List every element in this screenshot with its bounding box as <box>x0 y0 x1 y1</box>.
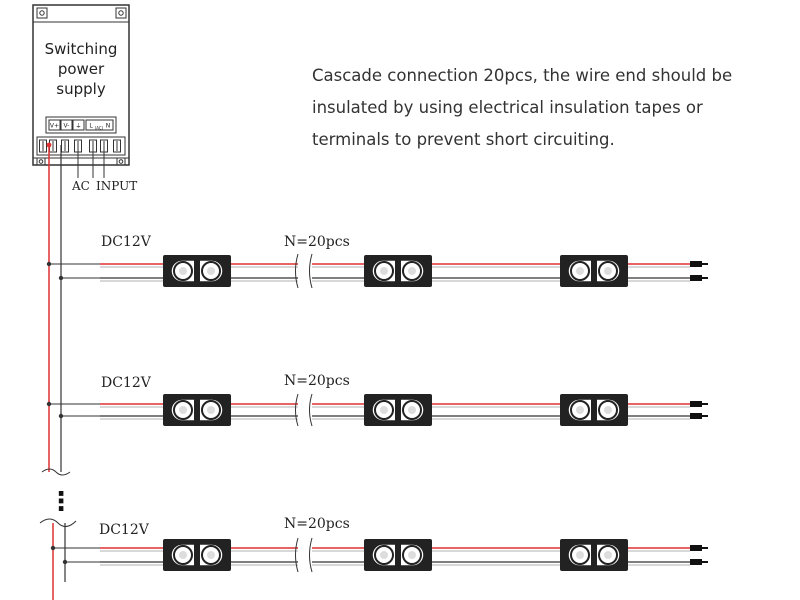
led-module-rows: DC12V N=20pcs DC12V N=20pcs DC12V N=20pc… <box>46 234 708 573</box>
led-module <box>163 255 231 287</box>
psu-label-line-1: Switching <box>45 40 118 58</box>
led-module <box>364 539 432 571</box>
led-row: DC12V N=20pcs <box>46 373 708 427</box>
note-line-1: Cascade connection 20pcs, the wire end s… <box>312 66 732 85</box>
note-line-3: terminals to prevent short circuiting. <box>312 130 615 149</box>
wire-break-mark <box>309 537 313 573</box>
mount-hole-bottom-left <box>36 157 46 166</box>
mount-hole-bottom-right <box>116 157 126 166</box>
ac-input-wires: AC INPUT <box>71 145 137 193</box>
wire-end-terminal-icon <box>690 275 702 281</box>
wire-break-mark <box>309 393 313 427</box>
row-voltage-label: DC12V <box>101 234 152 250</box>
mount-hole-top-right <box>115 7 127 19</box>
row-voltage-label: DC12V <box>99 522 150 538</box>
junction-dot <box>62 559 68 565</box>
row-count-label: N=20pcs <box>284 373 350 389</box>
terminal-vplus: V+ <box>50 123 59 130</box>
mount-hole-top-left <box>36 7 48 19</box>
junction-dot <box>58 413 64 419</box>
instruction-note: Cascade connection 20pcs, the wire end s… <box>312 66 732 149</box>
row-count-label: N=20pcs <box>284 234 350 250</box>
terminal-l: L <box>89 123 93 130</box>
wire-end-terminal-icon <box>690 401 702 407</box>
terminal-vminus: V- <box>64 123 70 130</box>
psu-label-line-3: supply <box>56 80 106 98</box>
note-line-2: insulated by using electrical insulation… <box>312 98 703 117</box>
row-voltage-label: DC12V <box>101 375 152 391</box>
power-supply: Switching power supply V+ V- ⏚ L (AC) N <box>32 4 130 166</box>
wire-break-mark <box>295 393 299 427</box>
trunk-lines <box>39 145 77 600</box>
break-mark-lower <box>39 518 77 527</box>
input-label: INPUT <box>96 179 137 193</box>
psu-label-line-2: power <box>58 60 105 78</box>
junction-dot <box>46 401 52 407</box>
led-module <box>163 539 231 571</box>
wire-end-terminal-icon <box>690 559 702 565</box>
ac-label: AC <box>71 179 90 193</box>
wire-end-terminal-icon <box>690 413 702 419</box>
wire-break-mark <box>295 253 299 289</box>
led-module <box>163 394 231 426</box>
junction-dot <box>50 545 56 551</box>
led-module <box>560 539 628 571</box>
break-mark-upper <box>41 468 71 476</box>
wire-break-mark <box>309 253 313 289</box>
wire-break-mark <box>295 537 299 573</box>
led-module <box>364 255 432 287</box>
led-row: DC12V N=20pcs <box>50 516 708 573</box>
led-module <box>364 394 432 426</box>
junction-dot <box>46 261 52 267</box>
row-count-label: N=20pcs <box>284 516 350 532</box>
led-module <box>560 255 628 287</box>
terminal-n: N <box>106 123 111 130</box>
ground-icon: ⏚ <box>75 123 81 130</box>
terminal-label-strip <box>45 116 117 134</box>
wire-end-terminal-icon <box>690 261 702 267</box>
led-row: DC12V N=20pcs <box>46 234 708 289</box>
wire-end-terminal-icon <box>690 545 702 551</box>
terminal-ac-sub: (AC) <box>95 126 104 131</box>
continuation-ellipsis: ⋮ <box>48 487 74 517</box>
led-module <box>560 394 628 426</box>
junction-dot <box>58 275 64 281</box>
